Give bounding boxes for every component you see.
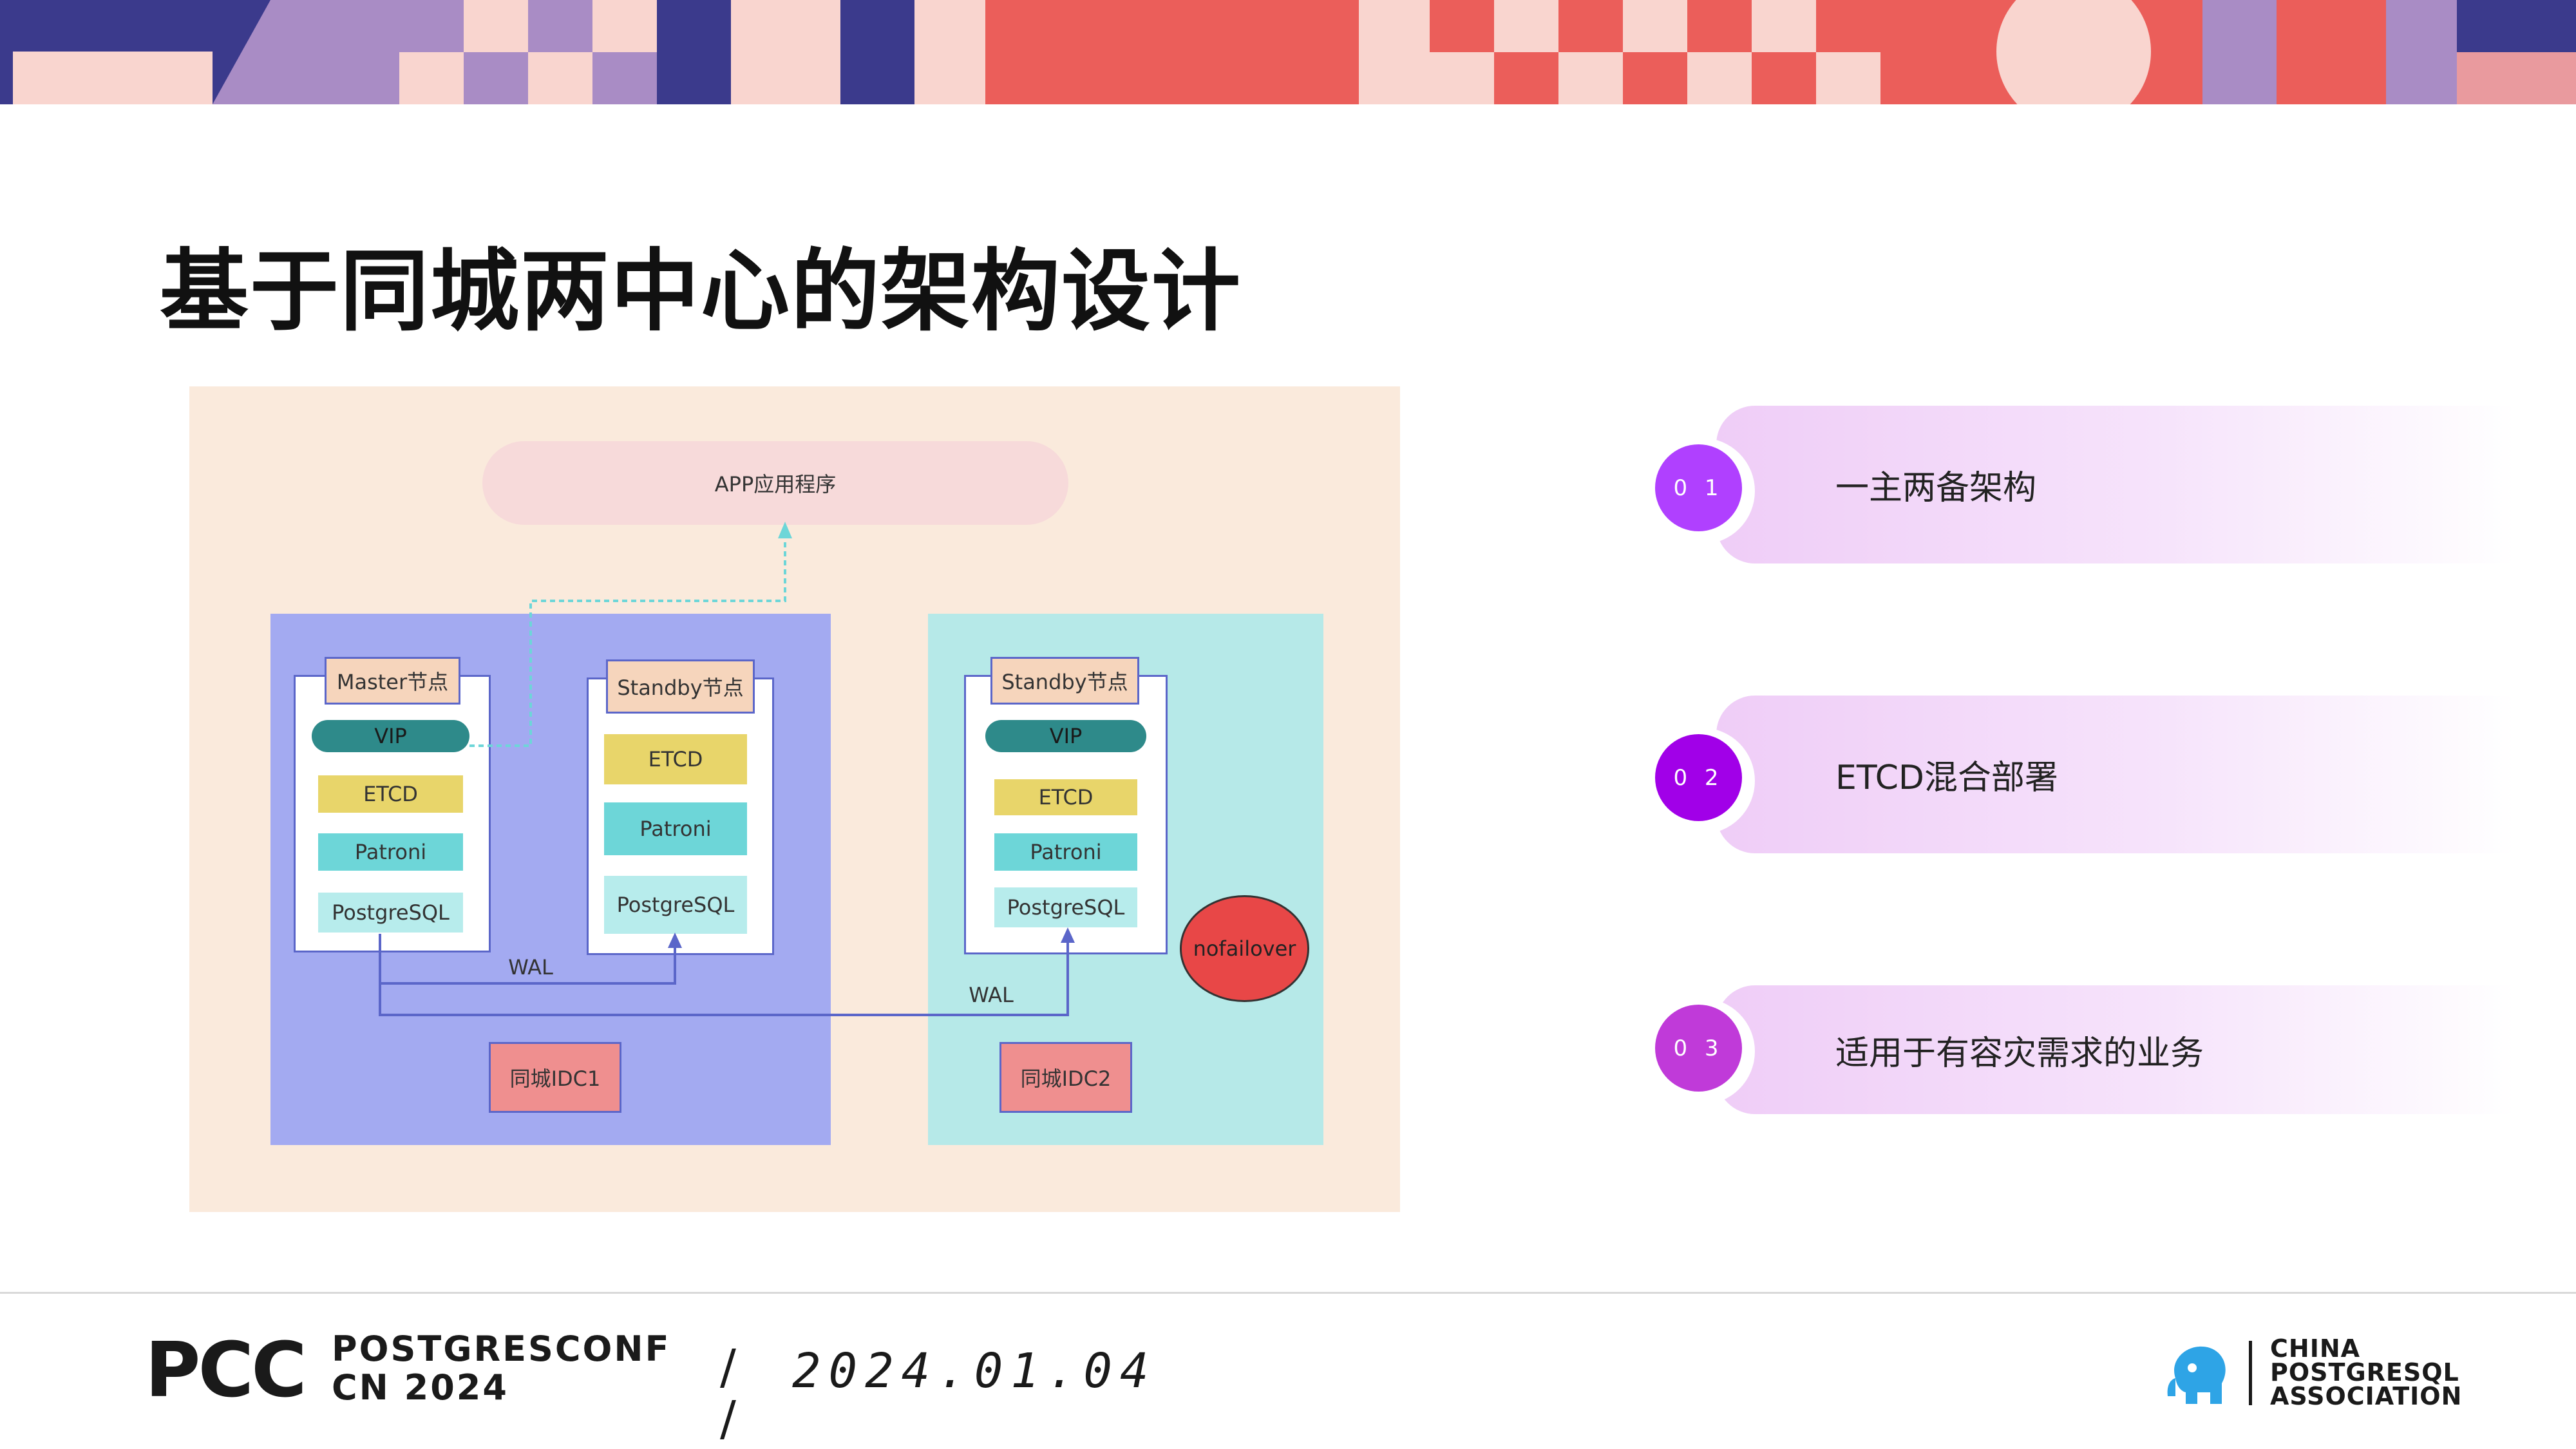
idc2-label-box: 同城IDC2: [999, 1042, 1132, 1113]
etcd-box: ETCD: [604, 734, 747, 784]
feature-item: 0 3 适用于有容灾需求的业务: [1649, 985, 2515, 1114]
feature-text: 一主两备架构: [1835, 469, 2037, 507]
nofailover-ellipse: nofailover: [1180, 895, 1309, 1002]
idc2-label: 同城IDC2: [1020, 1066, 1112, 1091]
slash-divider: /: [720, 1340, 736, 1395]
architecture-diagram: APP应用程序 Master节点 VIP ETCD Patroni Postgr…: [189, 386, 1400, 1212]
association-line2: POSTGRESQL: [2270, 1358, 2459, 1387]
page-title: 基于同城两中心的架构设计: [160, 240, 1242, 343]
number-badge: 0 1: [1655, 444, 1742, 531]
elephant-logo-icon: [2163, 1340, 2233, 1407]
standby-node-1-title: Standby节点: [617, 676, 744, 700]
postgresql-box: PostgreSQL: [994, 887, 1137, 927]
vip-label: VIP: [1049, 724, 1083, 748]
postgresql-label: PostgreSQL: [616, 893, 735, 917]
etcd-label: ETCD: [1038, 785, 1094, 810]
feature-pill: [1716, 985, 2515, 1114]
postgresql-box: PostgreSQL: [604, 876, 747, 934]
etcd-box: ETCD: [994, 779, 1137, 815]
wal-label: WAL: [969, 983, 1014, 1007]
vip-box: VIP: [985, 720, 1146, 752]
decorative-banner: [0, 0, 2576, 104]
master-node-title-box: Master节点: [325, 657, 460, 705]
number-badge: 0 2: [1655, 734, 1742, 821]
feature-item: 0 1 一主两备架构: [1649, 406, 2515, 564]
conference-name: POSTGRESCONF: [332, 1329, 671, 1369]
patroni-box: Patroni: [604, 802, 747, 855]
app-box: APP应用程序: [482, 441, 1068, 525]
master-node-title: Master节点: [336, 670, 449, 694]
postgresql-label: PostgreSQL: [1007, 895, 1125, 920]
feature-text: ETCD混合部署: [1835, 759, 2058, 797]
slash-divider: /: [720, 1391, 736, 1446]
patroni-label: Patroni: [639, 817, 712, 841]
wal-label: WAL: [508, 955, 553, 980]
standby-node-1-title-box: Standby节点: [606, 659, 755, 714]
patroni-box: Patroni: [994, 833, 1137, 871]
vip-label: VIP: [374, 724, 407, 748]
postgresql-label: PostgreSQL: [332, 900, 450, 925]
app-label: APP应用程序: [714, 472, 837, 497]
idc1-label-box: 同城IDC1: [489, 1042, 621, 1113]
conference-edition: CN 2024: [332, 1367, 509, 1408]
standby-node-2-title: Standby节点: [1001, 670, 1128, 694]
feature-text: 适用于有容灾需求的业务: [1835, 1034, 2204, 1073]
association-line3: ASSOCIATION: [2270, 1382, 2463, 1410]
feature-item: 0 2 ETCD混合部署: [1649, 696, 2515, 853]
etcd-label: ETCD: [648, 747, 703, 772]
footer-divider: [0, 1292, 2576, 1294]
pcc-logo: PCC: [145, 1325, 307, 1414]
feature-pill: [1716, 406, 2515, 564]
number-badge: 0 3: [1655, 1005, 1742, 1092]
patroni-label: Patroni: [354, 840, 427, 864]
event-date: 2024.01.04: [792, 1343, 1157, 1399]
connector-lines: [379, 522, 1075, 1016]
postgresql-box: PostgreSQL: [318, 893, 463, 933]
feature-pill: [1716, 696, 2515, 853]
patroni-label: Patroni: [1030, 840, 1102, 864]
standby-node-2-title-box: Standby节点: [990, 657, 1139, 705]
vip-box: VIP: [312, 720, 469, 752]
association-divider: [2249, 1341, 2252, 1405]
patroni-box: Patroni: [318, 833, 463, 871]
nofailover-label: nofailover: [1193, 936, 1296, 961]
etcd-label: ETCD: [363, 782, 418, 806]
etcd-box: ETCD: [318, 775, 463, 813]
idc1-label: 同城IDC1: [509, 1066, 601, 1091]
association-line1: CHINA: [2270, 1334, 2361, 1363]
